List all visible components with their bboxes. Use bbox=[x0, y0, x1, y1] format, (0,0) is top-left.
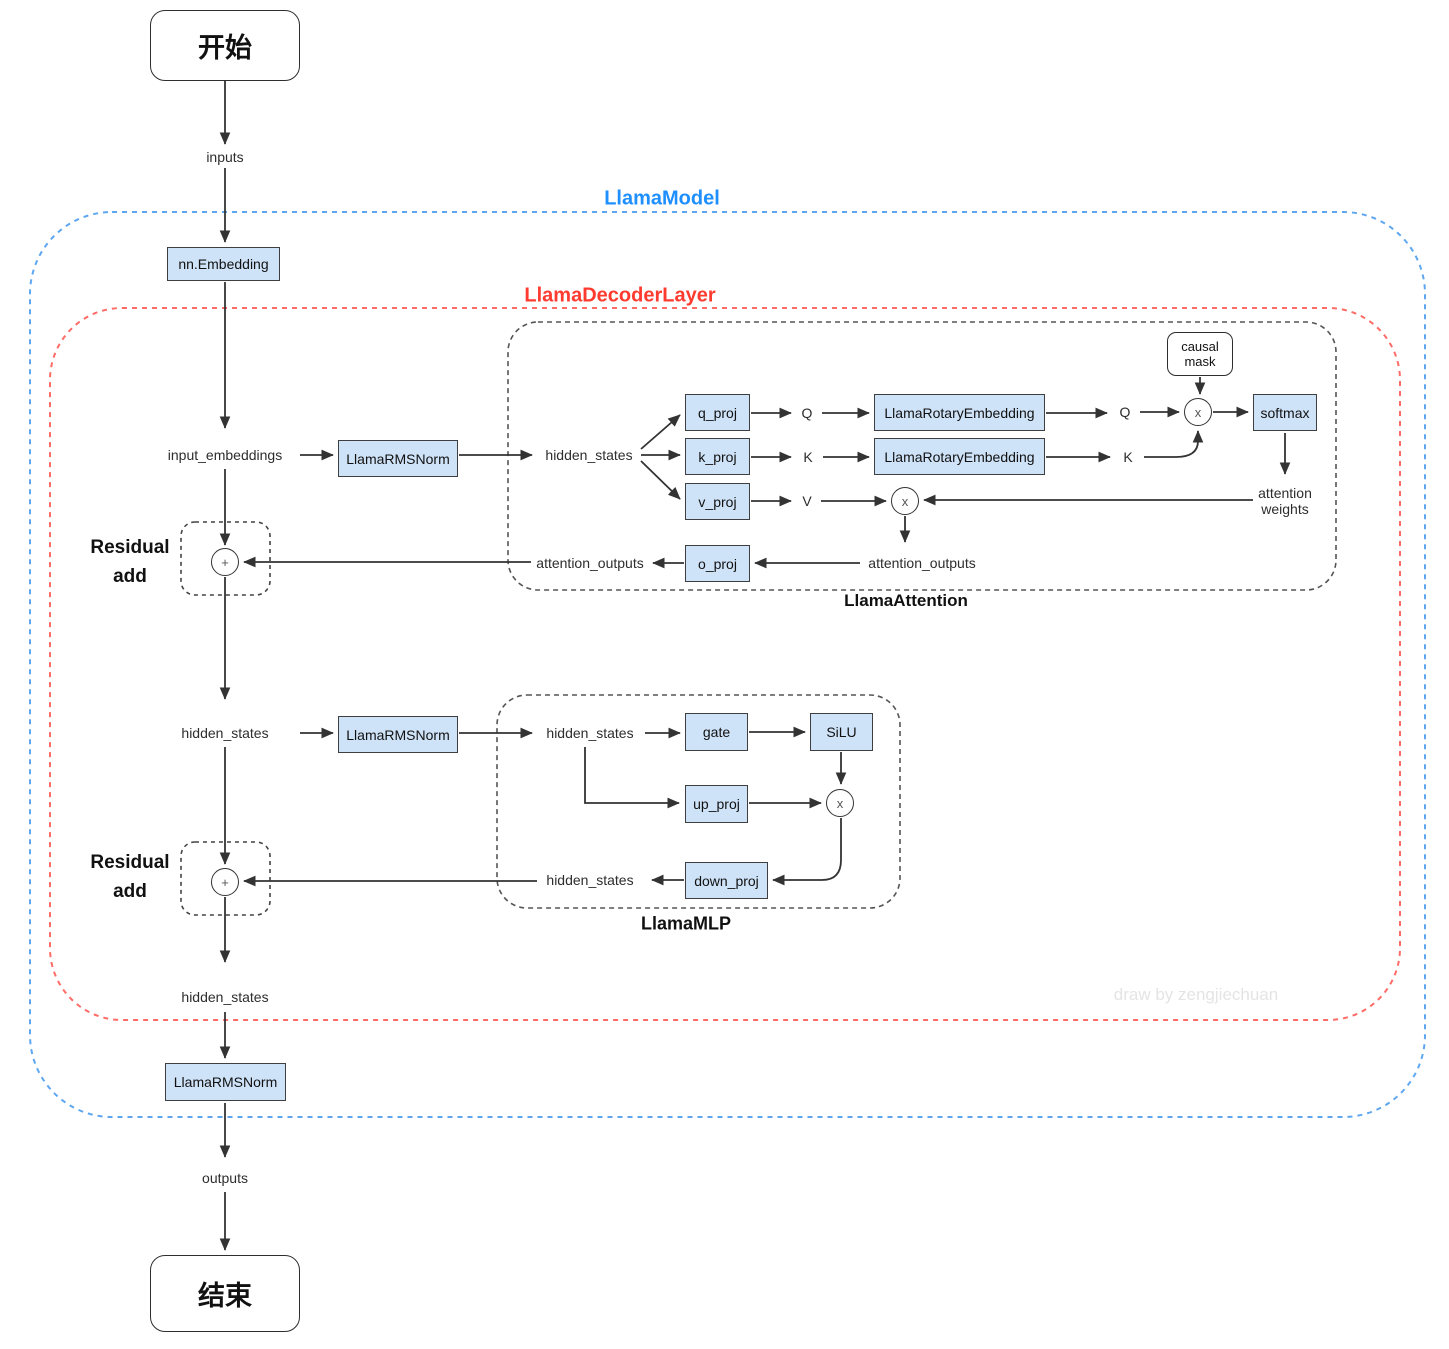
residual-add-box-2 bbox=[180, 841, 271, 916]
q-proj-node: q_proj bbox=[685, 394, 750, 431]
rotary-embedding-node-k: LlamaRotaryEmbedding bbox=[874, 438, 1045, 475]
attention-weights-line1: attention bbox=[1258, 485, 1312, 501]
nn-embedding-node: nn.Embedding bbox=[167, 247, 280, 281]
qk-multiply-circle: x bbox=[1184, 398, 1212, 426]
llamamodel-title: LlamaModel bbox=[604, 187, 720, 210]
attention-outputs-label-right: attention_outputs bbox=[868, 555, 976, 571]
connector-arrows bbox=[219, 81, 1291, 1251]
hidden-states-label-bottom: hidden_states bbox=[181, 989, 269, 1005]
causal-mask-node: causal mask bbox=[1167, 332, 1233, 376]
softmax-node: softmax bbox=[1253, 394, 1317, 431]
residual-plus-circle-2: + bbox=[211, 868, 239, 896]
causal-mask-line2: mask bbox=[1184, 354, 1216, 369]
residual-add-label-2: Residual add bbox=[90, 848, 169, 906]
residual-add-2-line2: add bbox=[113, 881, 147, 902]
llamamlp-container bbox=[496, 694, 901, 909]
inputs-label: inputs bbox=[206, 149, 244, 165]
gate-node: gate bbox=[685, 713, 748, 751]
k-label-post-rotary: K bbox=[1123, 449, 1133, 465]
v-multiply-circle: x bbox=[891, 487, 919, 515]
residual-add-box-1 bbox=[180, 521, 271, 596]
hidden-states-label-mlp-out: hidden_states bbox=[546, 872, 634, 888]
attention-weights-line2: weights bbox=[1261, 501, 1309, 517]
rotary-embedding-node-q: LlamaRotaryEmbedding bbox=[874, 394, 1045, 431]
o-proj-node: o_proj bbox=[685, 545, 750, 582]
v-label: V bbox=[802, 493, 812, 509]
attention-weights-label: attention weights bbox=[1258, 485, 1312, 517]
residual-plus-circle-1: + bbox=[211, 548, 239, 576]
mlp-multiply-circle: x bbox=[826, 789, 854, 817]
rmsnorm-node-1: LlamaRMSNorm bbox=[338, 440, 458, 477]
k-proj-node: k_proj bbox=[685, 438, 750, 475]
input-embeddings-label: input_embeddings bbox=[167, 447, 283, 463]
residual-add-label-1: Residual add bbox=[90, 533, 169, 591]
llamadecoderlayer-container bbox=[49, 307, 1401, 1021]
residual-add-1-line2: add bbox=[113, 566, 147, 587]
llamamlp-title: LlamaMLP bbox=[640, 913, 732, 934]
outputs-label: outputs bbox=[202, 1170, 248, 1186]
start-terminal: 开始 bbox=[150, 10, 300, 81]
rmsnorm-node-2: LlamaRMSNorm bbox=[338, 716, 458, 753]
llamaattention-title: LlamaAttention bbox=[844, 591, 968, 610]
down-proj-node: down_proj bbox=[685, 862, 768, 899]
hidden-states-label-mlp-in: hidden_states bbox=[546, 725, 634, 741]
llamadecoderlayer-title: LlamaDecoderLayer bbox=[524, 284, 716, 307]
up-proj-node: up_proj bbox=[685, 785, 748, 823]
v-proj-node: v_proj bbox=[685, 483, 750, 520]
llamaattention-container bbox=[507, 321, 1337, 591]
causal-mask-line1: causal bbox=[1181, 339, 1219, 354]
llamamodel-container bbox=[29, 211, 1426, 1118]
rmsnorm-node-3: LlamaRMSNorm bbox=[165, 1063, 286, 1101]
residual-add-1-line1: Residual bbox=[90, 537, 170, 558]
q-label-post-rotary: Q bbox=[1119, 404, 1131, 420]
q-label: Q bbox=[801, 405, 813, 421]
k-label: K bbox=[803, 449, 813, 465]
watermark-text: draw by zengjiechuan bbox=[1113, 985, 1279, 1004]
end-terminal: 结束 bbox=[150, 1255, 300, 1332]
silu-node: SiLU bbox=[810, 713, 873, 751]
residual-add-2-line1: Residual bbox=[90, 852, 170, 873]
hidden-states-label-attn-in: hidden_states bbox=[545, 447, 633, 463]
hidden-states-label-mid: hidden_states bbox=[181, 725, 269, 741]
attention-outputs-label-left: attention_outputs bbox=[536, 555, 644, 571]
